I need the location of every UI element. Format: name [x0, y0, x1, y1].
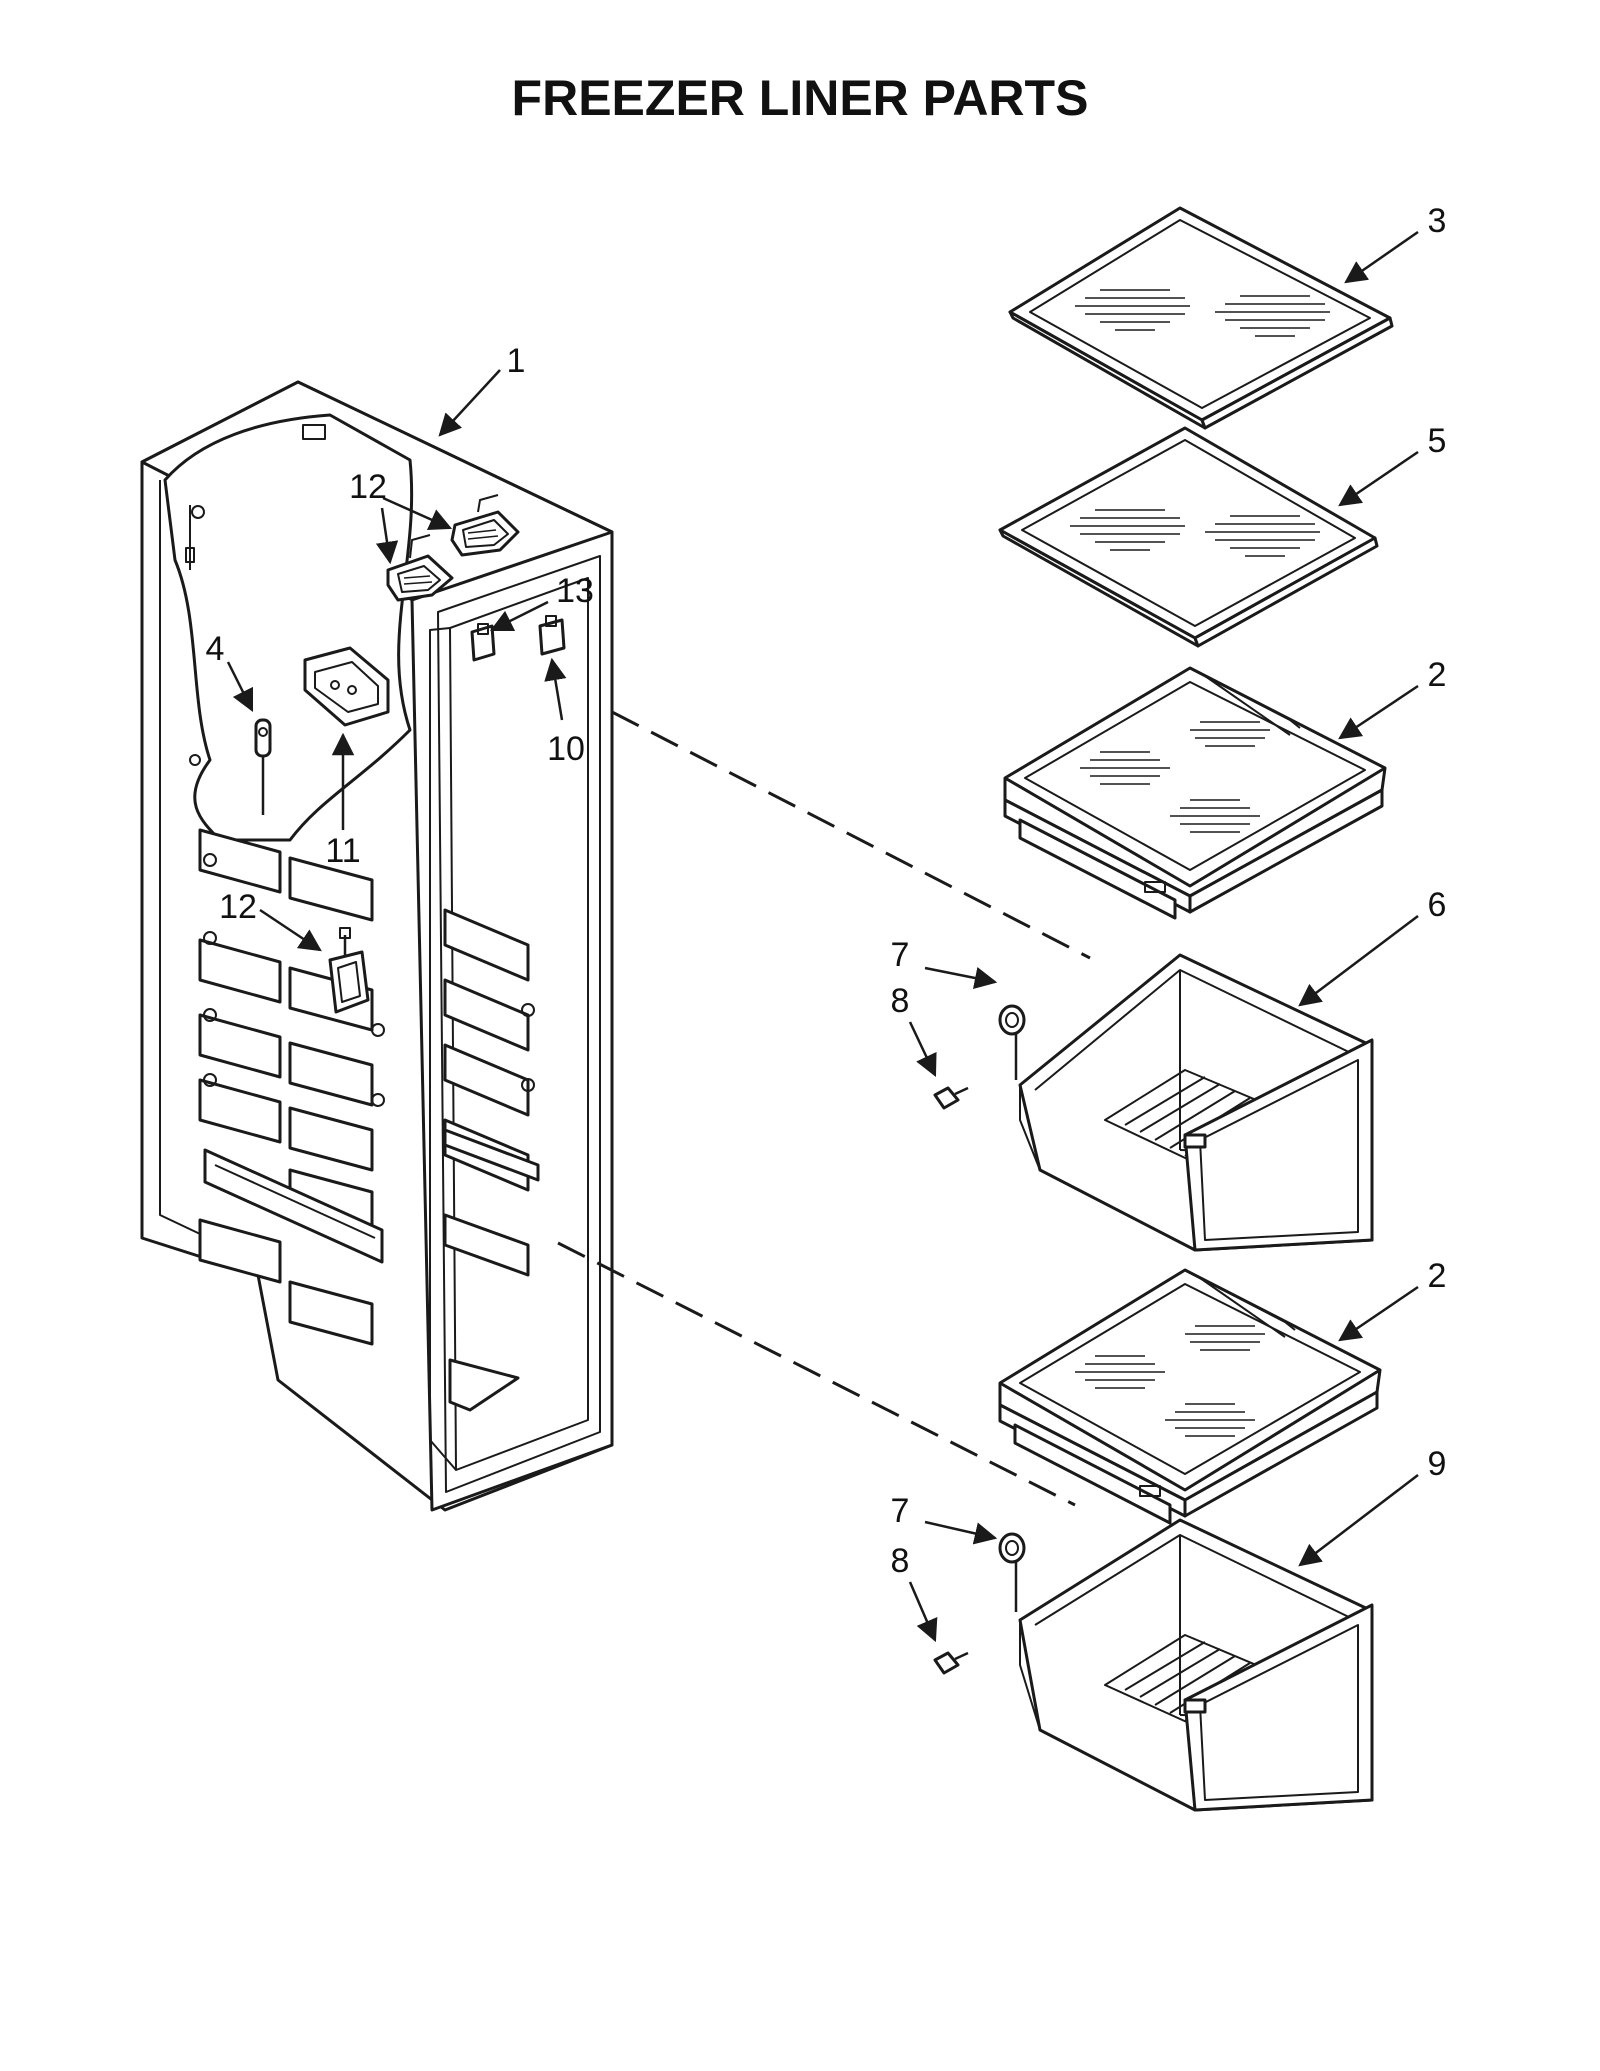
callout-9: 9: [1428, 1445, 1447, 1483]
glass-shelf-part-3: [1008, 206, 1394, 430]
callout-7-lower: 7: [891, 1492, 910, 1530]
drawer-part-6: [1018, 953, 1374, 1252]
heater-part-12-lower: [328, 927, 370, 1014]
callout-8-upper: 8: [891, 982, 910, 1020]
side-wall-vents: [443, 908, 540, 1277]
screw-part-8-upper: [933, 1086, 969, 1110]
screw-part-8-lower: [933, 1651, 969, 1675]
callout-12-top: 12: [349, 468, 387, 506]
callout-3: 3: [1428, 202, 1447, 240]
glass-shelf-part-5: [998, 426, 1379, 648]
callout-2-lower: 2: [1428, 1257, 1447, 1295]
assembly-line-lower: [557, 1241, 1076, 1507]
callout-11: 11: [325, 832, 360, 870]
framed-shelf-part-2-upper: [1003, 666, 1387, 920]
back-wall-vents: [198, 828, 384, 1346]
damper-part-12-top-right: [450, 494, 520, 557]
assembly-line-upper: [611, 710, 1091, 960]
framed-shelf-part-2-lower: [998, 1268, 1382, 1525]
sensor-part-4: [254, 718, 272, 815]
damper-part-12-top-left: [386, 534, 454, 602]
callout-1: 1: [507, 342, 526, 380]
leader-arrows: [226, 230, 1419, 1643]
callout-labels: 1 3 5 2 6 2 9 7 8 7 8 4 11 12 12 13 10: [206, 202, 1447, 1580]
callout-7-upper: 7: [891, 936, 910, 974]
drawer-part-9: [1018, 1518, 1374, 1812]
callout-12-lower: 12: [219, 888, 257, 926]
callout-4: 4: [206, 630, 225, 668]
connector-housing-part-11: [303, 646, 390, 727]
callout-6: 6: [1428, 886, 1447, 924]
roller-part-7-upper: [998, 1004, 1026, 1080]
clip-part-13: [470, 623, 496, 662]
freezer-liner: [140, 380, 614, 1512]
callout-8-lower: 8: [891, 1542, 910, 1580]
diagram-title: FREEZER LINER PARTS: [512, 70, 1089, 126]
callout-13: 13: [556, 572, 594, 610]
callout-2-upper: 2: [1428, 656, 1447, 694]
clip-part-10: [538, 615, 566, 656]
callout-5: 5: [1428, 422, 1447, 460]
callout-10: 10: [547, 730, 585, 768]
roller-part-7-lower: [998, 1532, 1026, 1612]
